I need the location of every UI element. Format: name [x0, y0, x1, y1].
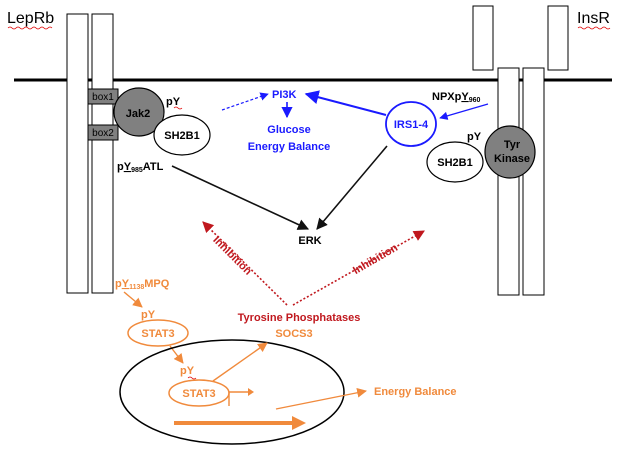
irs-label: IRS1-4: [394, 119, 429, 131]
irs-node: [385, 101, 437, 147]
jak2-py-underline: [173, 106, 183, 110]
jak2-to-pi3k-arrow: [221, 92, 269, 111]
energy-balance-orange-label: Energy Balance: [374, 386, 457, 398]
stat3-to-socs3-arrow: [212, 342, 268, 382]
stat3-nuc-py-label: pY: [180, 365, 195, 377]
inhibition-right-label: Inhibition: [351, 242, 400, 277]
stat3-translocation-arrow: [169, 345, 184, 364]
sh2b1-leprb-node: [153, 114, 211, 156]
irs-to-erk-arrow: [316, 145, 388, 230]
leprb-chain-right: [91, 13, 114, 294]
leprb-label: LepRb: [7, 10, 54, 27]
inhibition-left-label: Inhibition: [210, 234, 254, 278]
glucose-label: Glucose: [267, 124, 310, 136]
stat3-cyto-py-label: pY: [141, 309, 156, 321]
jak2-label: Jak2: [126, 108, 150, 120]
insr-beta-left: [497, 67, 520, 296]
insr-label: InsR: [577, 10, 610, 27]
promoter-arrowhead: [248, 388, 254, 396]
irs-to-pi3k-arrow: [304, 90, 387, 116]
py1138-to-stat3-arrow: [123, 291, 143, 308]
insr-alpha-right: [547, 5, 569, 71]
stat3-cyto-label: STAT3: [141, 328, 174, 340]
erk-label: ERK: [298, 235, 321, 247]
sh2b1-leprb-label: SH2B1: [164, 130, 199, 142]
jak2-py-label: pY: [166, 96, 181, 108]
tyrosine-phosphatases-label: Tyrosine Phosphatases: [238, 312, 361, 324]
stat3-to-energy-balance-arrow: [275, 387, 367, 410]
stat3-nuc-label: STAT3: [182, 388, 215, 400]
inhibition-right-arrow: [292, 230, 425, 306]
box1-label: box1: [92, 92, 114, 103]
insr-spell-underline: [577, 26, 611, 30]
insr-beta-right: [522, 67, 545, 296]
stat3-nuc-py-underline: [187, 376, 197, 380]
tyr-kinase-label-1: Tyr: [504, 139, 521, 151]
py985atl-label: pY985ATL: [117, 161, 164, 174]
py985-to-erk-arrow: [171, 165, 310, 230]
sh2b1-insr-label: SH2B1: [437, 157, 472, 169]
energy-balance-blue-label: Energy Balance: [248, 141, 331, 153]
tyr-kinase-label-2: Kinase: [494, 153, 530, 165]
box1-domain: [87, 88, 119, 105]
gene-dna-arrowhead: [292, 416, 306, 430]
npx-to-irs-arrow: [439, 103, 489, 120]
insr-alpha-left: [472, 5, 494, 71]
nucleus: [119, 339, 345, 445]
promoter-mark: [228, 391, 248, 406]
jak2-node: [113, 87, 165, 137]
tyr-kinase-node: [484, 125, 536, 179]
npx-py960-label: NPXpY960: [432, 91, 480, 104]
leprb-spell-underline: [7, 26, 53, 30]
stat3-cyto-node: [127, 319, 189, 347]
py1138mpq-label: pY1138MPQ: [115, 278, 170, 291]
tyr-py-label: pY: [467, 131, 482, 143]
leprb-chain-left: [66, 13, 89, 294]
socs3-label: SOCS3: [275, 328, 312, 340]
sh2b1-insr-node: [426, 141, 484, 183]
pi3k-label: PI3K: [272, 89, 297, 101]
box2-label: box2: [92, 128, 114, 139]
box2-domain: [87, 124, 119, 141]
